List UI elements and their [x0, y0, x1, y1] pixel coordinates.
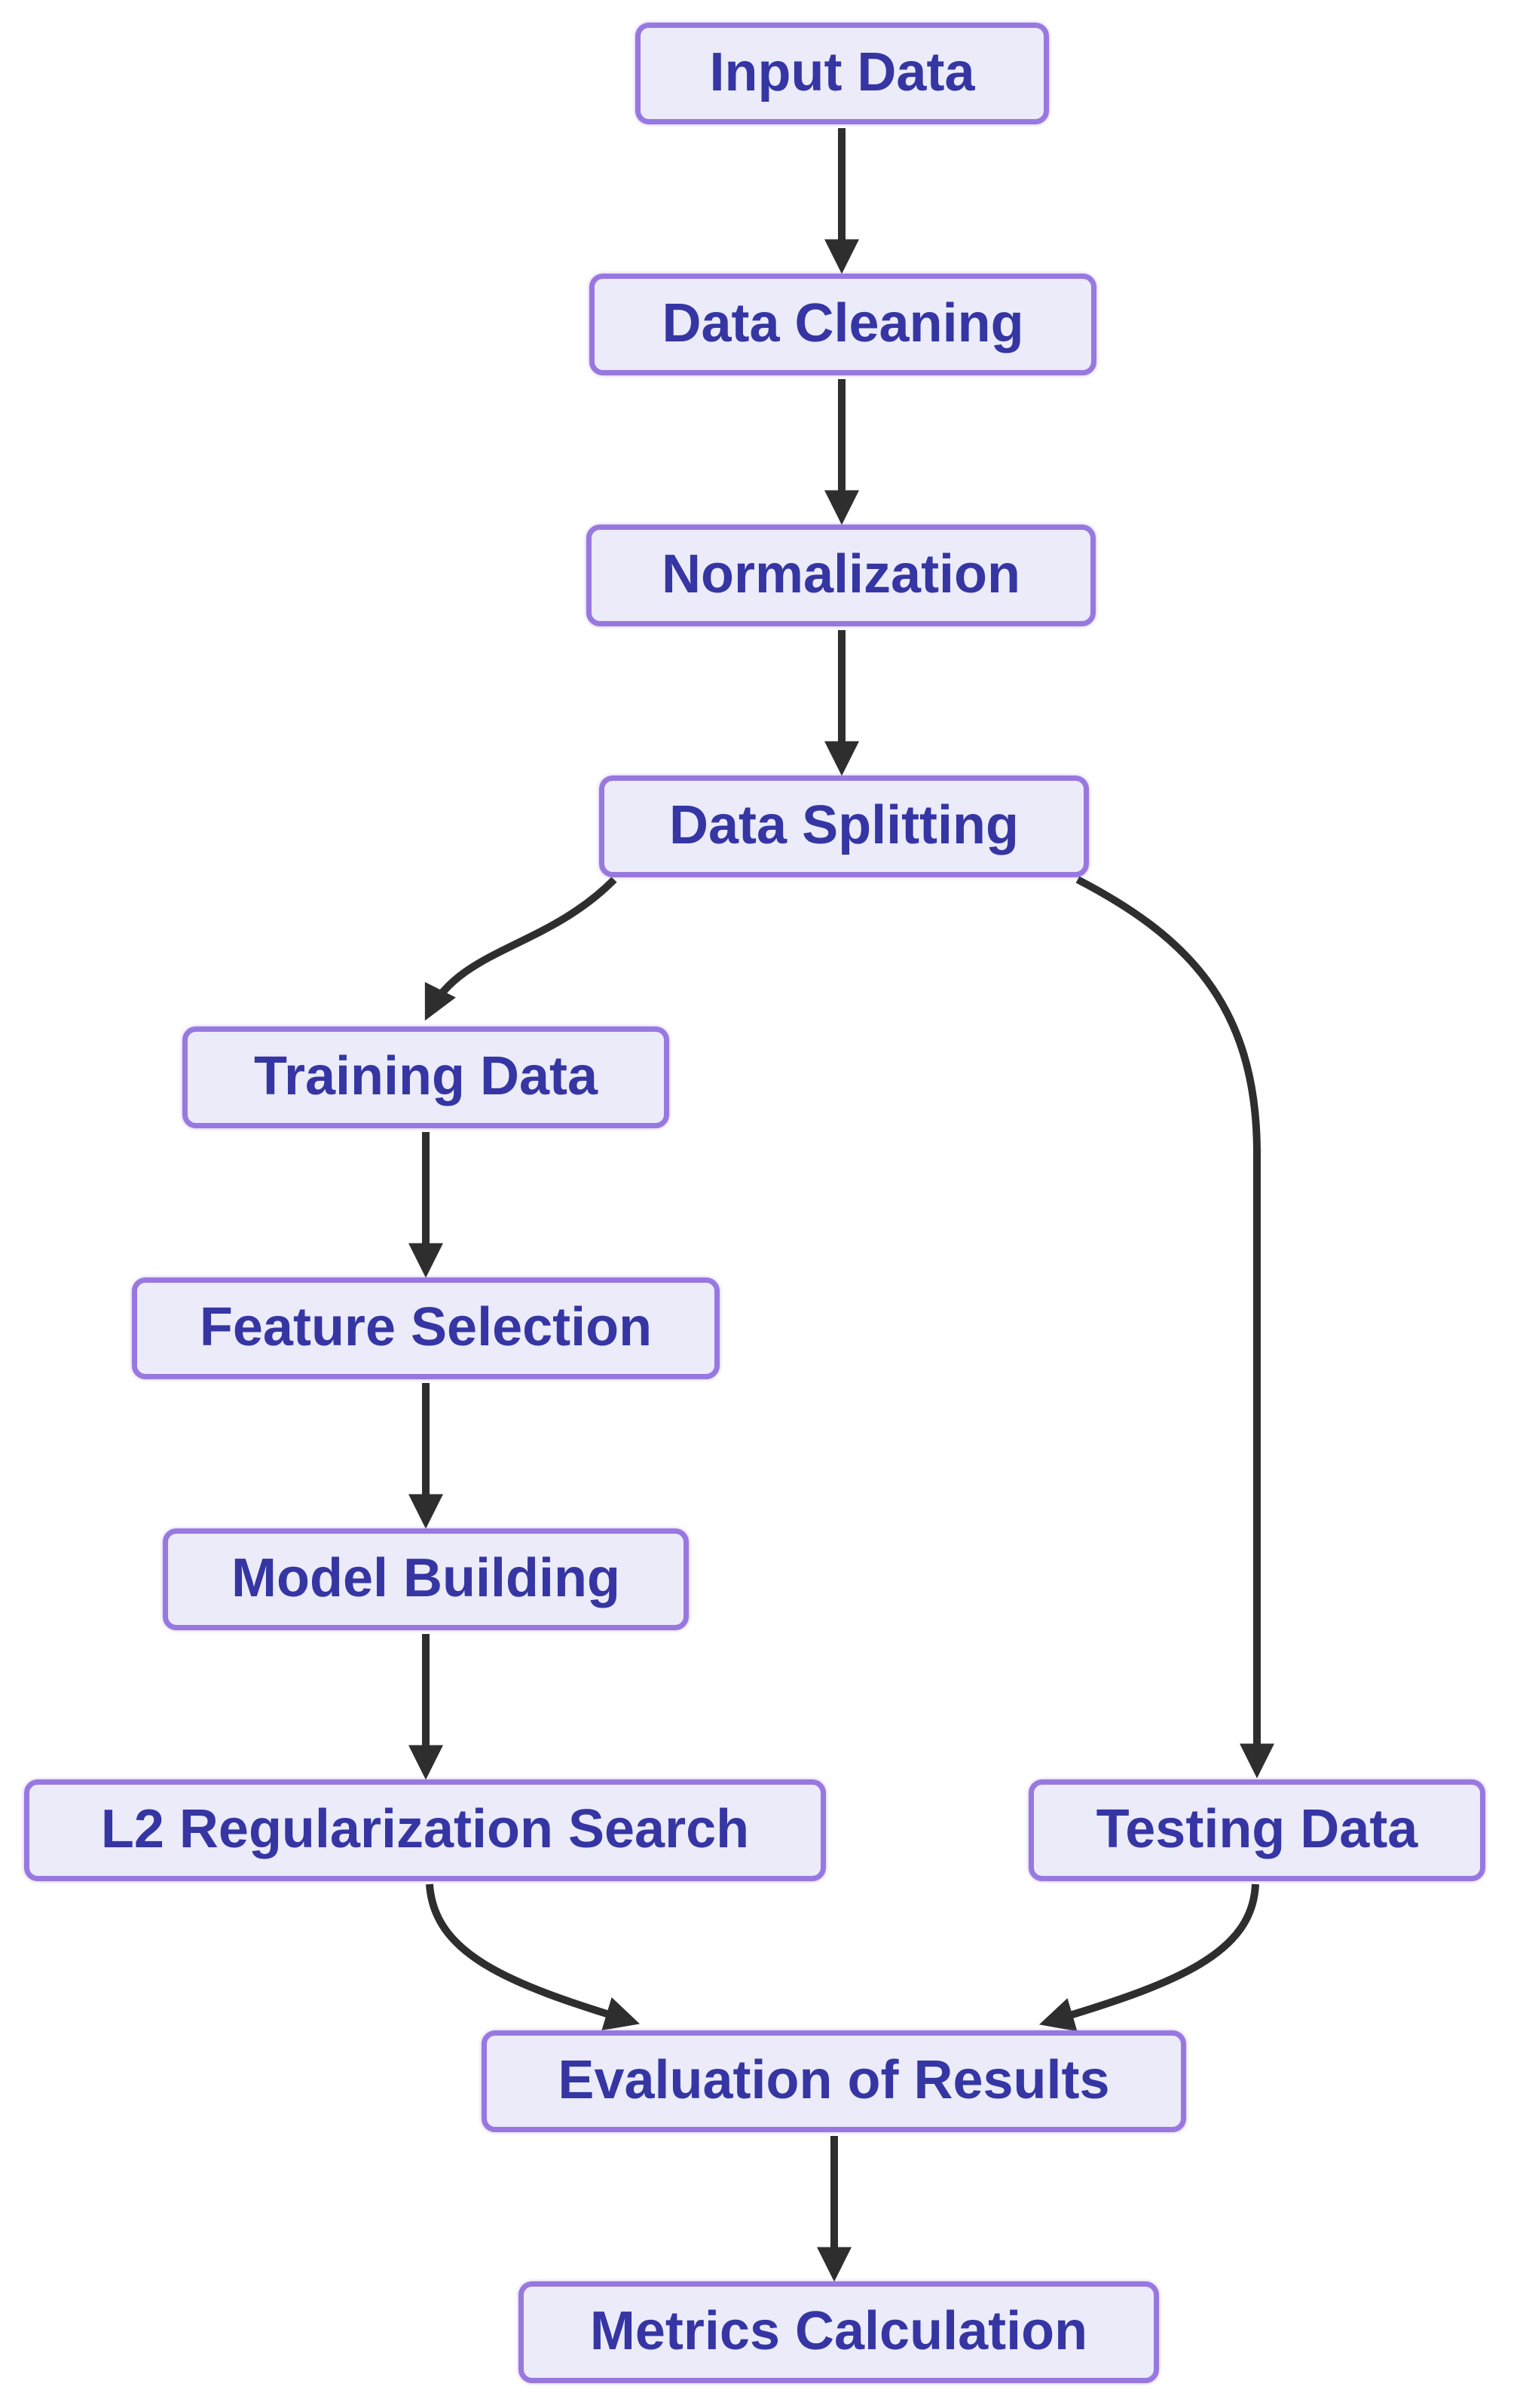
node-label-training-data: Training Data: [253, 1045, 598, 1106]
node-evaluation-of-results: Evaluation of Results: [482, 2030, 1186, 2132]
node-data-splitting: Data Splitting: [599, 776, 1089, 877]
node-normalization: Normalization: [586, 525, 1096, 626]
node-label-testing-data: Testing Data: [1096, 1798, 1418, 1859]
node-label-data-splitting: Data Splitting: [669, 794, 1019, 855]
node-label-feature-selection: Feature Selection: [199, 1296, 653, 1357]
node-training-data: Training Data: [182, 1027, 669, 1128]
node-label-evaluation-of-results: Evaluation of Results: [558, 2049, 1110, 2110]
node-label-normalization: Normalization: [661, 543, 1021, 604]
node-metrics-calculation: Metrics Calculation: [518, 2281, 1159, 2383]
node-label-l2-regularization-search: L2 Regularization Search: [100, 1798, 750, 1859]
node-l2-regularization-search: L2 Regularization Search: [24, 1779, 826, 1881]
node-model-building: Model Building: [163, 1528, 689, 1630]
edge-testing-data-to-evaluation: [1038, 1883, 1259, 2032]
node-input-data: Input Data: [635, 23, 1049, 124]
node-label-data-cleaning: Data Cleaning: [662, 292, 1024, 353]
node-data-cleaning: Data Cleaning: [589, 274, 1096, 375]
edge-data-splitting-to-testing-data: [1075, 876, 1274, 1779]
node-label-model-building: Model Building: [231, 1547, 620, 1608]
node-testing-data: Testing Data: [1029, 1779, 1485, 1881]
edge-l2-search-to-evaluation: [426, 1883, 641, 2031]
node-label-input-data: Input Data: [709, 41, 975, 103]
edge-data-splitting-to-training-data: [424, 877, 617, 1021]
node-label-metrics-calculation: Metrics Calculation: [589, 2300, 1088, 2361]
node-feature-selection: Feature Selection: [132, 1277, 720, 1379]
